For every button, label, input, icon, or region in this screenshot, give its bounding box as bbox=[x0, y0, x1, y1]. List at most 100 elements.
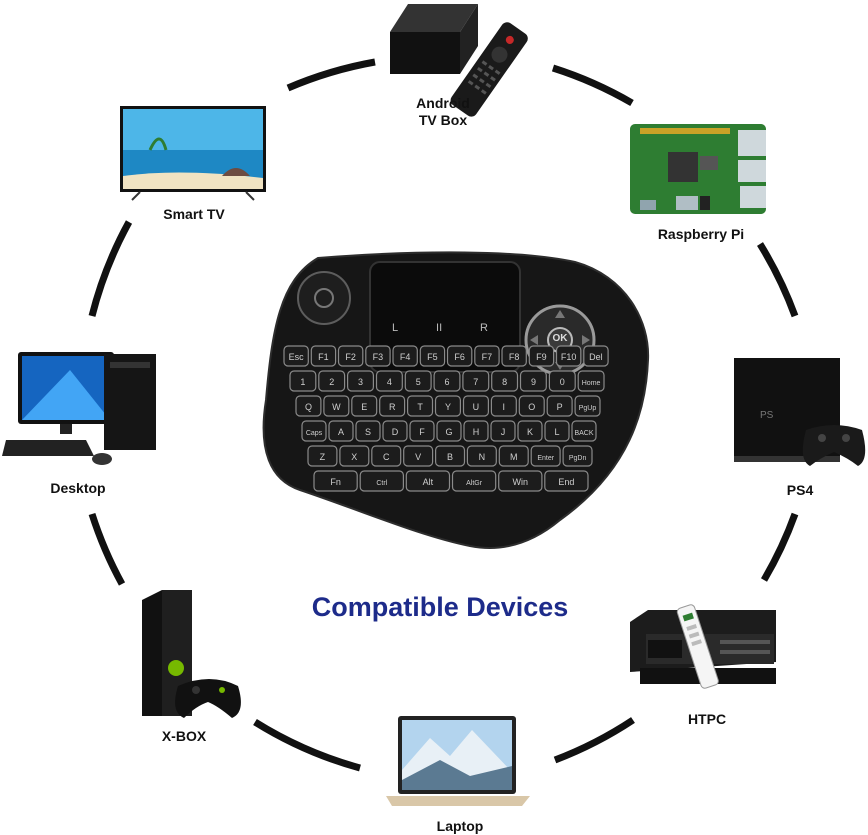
key-i: I bbox=[490, 395, 517, 417]
key-label: 3 bbox=[358, 377, 363, 387]
key-label: F1 bbox=[318, 352, 329, 362]
ring-arc bbox=[88, 512, 126, 586]
key-x: X bbox=[339, 445, 370, 467]
key-label: Z bbox=[320, 452, 326, 462]
key-label: S bbox=[365, 427, 371, 437]
key-b: B bbox=[435, 445, 466, 467]
key-label: P bbox=[557, 402, 563, 412]
key-l: L bbox=[544, 420, 570, 442]
key-f3: F3 bbox=[365, 345, 391, 367]
key-label: 9 bbox=[531, 377, 536, 387]
key-7: 7 bbox=[462, 370, 490, 392]
key-win: Win bbox=[498, 470, 543, 492]
key-label: Fn bbox=[330, 477, 341, 487]
key-label: F6 bbox=[454, 352, 465, 362]
key-n: N bbox=[466, 445, 497, 467]
key-label: 2 bbox=[329, 377, 334, 387]
key-label: Home bbox=[582, 380, 601, 387]
key-label: Caps bbox=[306, 430, 323, 437]
key-f1: F1 bbox=[310, 345, 337, 367]
htpc-case-icon bbox=[630, 604, 776, 689]
left-dpad bbox=[297, 271, 351, 325]
key-label: PgUp bbox=[579, 405, 597, 412]
key-p: P bbox=[546, 395, 573, 417]
key-label: F9 bbox=[536, 352, 547, 362]
ring-arc bbox=[757, 242, 799, 318]
dpad-ok-label: OK bbox=[552, 333, 568, 344]
key-label: Alt bbox=[423, 477, 434, 487]
ring-arc bbox=[286, 58, 376, 92]
desktop-computer-icon bbox=[2, 352, 156, 465]
key-label: I bbox=[503, 402, 506, 412]
key-w: W bbox=[323, 395, 350, 417]
tv-box-with-remote-icon bbox=[390, 4, 528, 117]
key-4: 4 bbox=[375, 370, 403, 392]
key-f6: F6 bbox=[446, 345, 473, 367]
device-label-htpc: HTPC bbox=[687, 711, 727, 727]
smart-tv-icon bbox=[120, 106, 266, 201]
key-8: 8 bbox=[491, 370, 519, 392]
key-alt: Alt bbox=[405, 470, 451, 492]
key-home: Home bbox=[577, 370, 605, 392]
key-label: F7 bbox=[482, 352, 493, 362]
device-label-xbox: X-BOX bbox=[161, 728, 207, 744]
key-j: J bbox=[490, 420, 516, 442]
key-back: BACK bbox=[571, 420, 597, 442]
key-label: Enter bbox=[537, 455, 554, 462]
key-del: Del bbox=[583, 345, 609, 367]
key-label: F4 bbox=[400, 352, 411, 362]
key-pgup: PgUp bbox=[574, 395, 601, 417]
key-end: End bbox=[544, 470, 589, 492]
key-label: 0 bbox=[560, 377, 565, 387]
ring-arc bbox=[88, 220, 133, 317]
key-6: 6 bbox=[433, 370, 461, 392]
key-label: B bbox=[447, 452, 453, 462]
key-1: 1 bbox=[289, 370, 317, 392]
key-d: D bbox=[382, 420, 408, 442]
key-t: T bbox=[407, 395, 434, 417]
key-label: G bbox=[445, 427, 452, 437]
key-r: R bbox=[379, 395, 406, 417]
device-label-desktop: Desktop bbox=[50, 480, 106, 496]
key-5: 5 bbox=[404, 370, 432, 392]
key-altgr: AltGr bbox=[451, 470, 497, 492]
key-label: 7 bbox=[473, 377, 478, 387]
xbox-console-icon bbox=[142, 590, 241, 718]
key-f5: F5 bbox=[419, 345, 446, 367]
key-label: F5 bbox=[427, 352, 438, 362]
key-g: G bbox=[436, 420, 462, 442]
key-label: 6 bbox=[444, 377, 449, 387]
key-label: O bbox=[528, 402, 535, 412]
key-esc: Esc bbox=[283, 345, 309, 367]
key-label: F3 bbox=[373, 352, 384, 362]
ring-arc bbox=[253, 719, 361, 772]
key-pgdn: PgDn bbox=[562, 445, 593, 467]
key-label: AltGr bbox=[466, 480, 483, 487]
ring-arc bbox=[551, 64, 634, 107]
key-label: H bbox=[473, 427, 480, 437]
key-label: BACK bbox=[574, 430, 593, 437]
key-label: T bbox=[417, 402, 423, 412]
key-f: F bbox=[409, 420, 435, 442]
key-label: R bbox=[389, 402, 396, 412]
key-9: 9 bbox=[519, 370, 547, 392]
wireless-keyboard-illustration: Esc F1 F2 F3 F4 F5 F6 F7 F8 F9 F10 Del 1 2 3 4 5 6 7 8 9 0 Hom… bbox=[262, 251, 650, 549]
key-label: N bbox=[479, 452, 486, 462]
key-label: M bbox=[510, 452, 518, 462]
touchpad-middle-button: II bbox=[436, 322, 443, 334]
key-label: K bbox=[527, 427, 533, 437]
key-label: F2 bbox=[345, 352, 356, 362]
key-label: F10 bbox=[561, 352, 577, 362]
key-label: F8 bbox=[509, 352, 520, 362]
key-label: X bbox=[351, 452, 357, 462]
key-fn: Fn bbox=[313, 470, 358, 492]
key-label: 4 bbox=[387, 377, 392, 387]
svg-text:PS: PS bbox=[760, 410, 774, 421]
key-label: V bbox=[415, 452, 421, 462]
ring-arcs bbox=[88, 58, 799, 772]
key-label: U bbox=[473, 402, 480, 412]
key-a: A bbox=[328, 420, 354, 442]
key-label: Win bbox=[513, 477, 529, 487]
key-0: 0 bbox=[548, 370, 576, 392]
